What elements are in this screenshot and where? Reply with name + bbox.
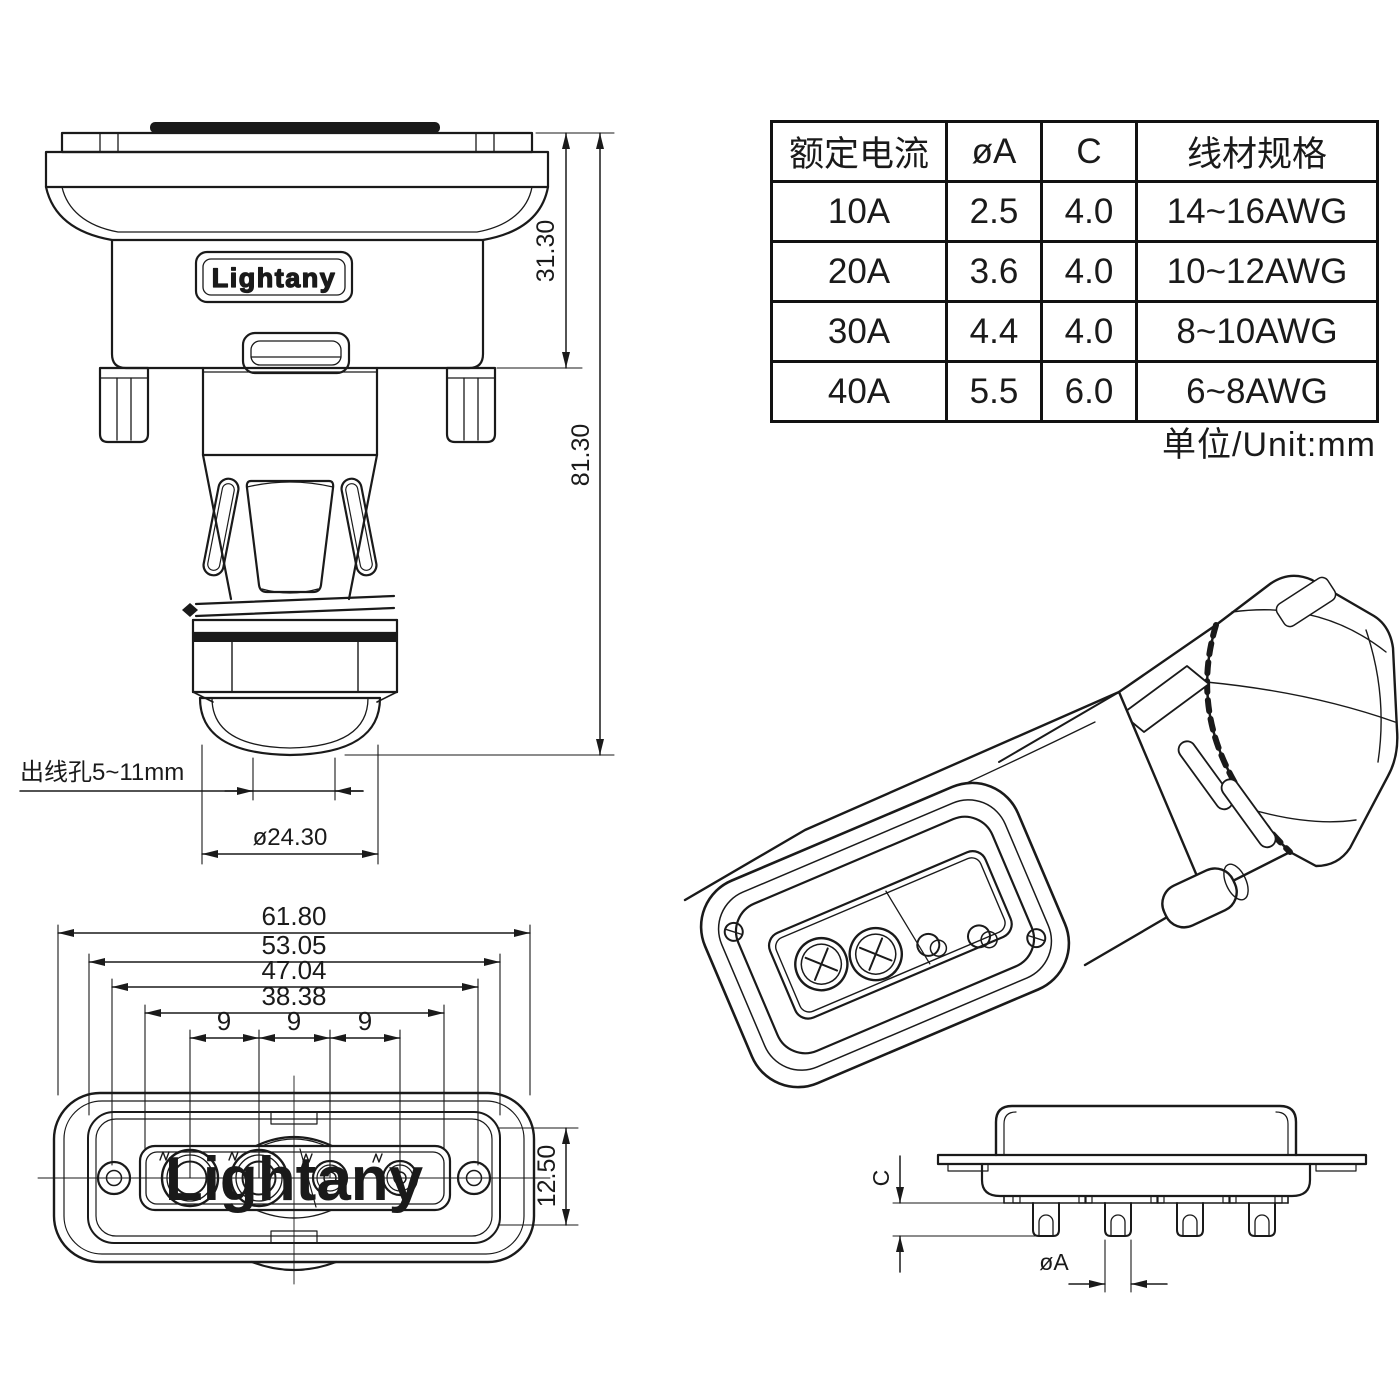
bottom-view-drawing: Lightany xyxy=(37,901,579,1285)
spec-row-30a: 30A 4.4 4.0 8~10AWG xyxy=(770,300,1379,363)
dim-pitch1-label: 9 xyxy=(217,1006,231,1036)
cell-c: 4.0 xyxy=(1040,240,1138,303)
cell-diameter: 4.4 xyxy=(945,300,1043,363)
dim-flange-height-label: 31.30 xyxy=(532,220,560,283)
pin-designator-marks xyxy=(159,1151,383,1163)
dim-pin-diameter-label: øA xyxy=(1039,1249,1069,1275)
gasket-strip xyxy=(150,122,440,133)
dim-shell-width-label: 53.05 xyxy=(261,930,326,960)
dim-mount-span-label: 47.04 xyxy=(261,955,326,985)
cell-c: 4.0 xyxy=(1040,180,1138,243)
cell-diameter: 3.6 xyxy=(945,240,1043,303)
cell-awg: 14~16AWG xyxy=(1135,180,1379,243)
spec-row-10a: 10A 2.5 4.0 14~16AWG xyxy=(770,180,1379,243)
cell-current: 40A xyxy=(770,360,948,423)
brand-logo: Lightany xyxy=(212,263,337,293)
header-rated-current: 额定电流 xyxy=(770,120,948,183)
dim-insert-width-label: 38.38 xyxy=(261,981,326,1011)
logo-plate xyxy=(194,250,354,304)
cell-c: 4.0 xyxy=(1040,300,1138,363)
front-view-drawing: Lightany xyxy=(19,122,615,865)
iso-view-drawing xyxy=(683,574,1399,1089)
cell-current: 30A xyxy=(770,300,948,363)
spec-row-40a: 40A 5.5 6.0 6~8AWG xyxy=(770,360,1379,423)
unit-note: 单位/Unit:mm xyxy=(1162,426,1376,464)
cell-awg: 10~12AWG xyxy=(1135,240,1379,303)
solder-cups xyxy=(1032,1202,1276,1237)
cell-current: 20A xyxy=(770,240,948,303)
cell-awg: 6~8AWG xyxy=(1135,360,1379,423)
front-view-dimensions: 31.30 81.30 出线孔5~11mm ø24.30 xyxy=(19,132,615,865)
side-view-drawing: C øA xyxy=(868,1104,1368,1293)
cable-hole-note: 出线孔5~11mm xyxy=(20,759,184,786)
header-wire-gauge: 线材规格 xyxy=(1135,120,1379,183)
dim-total-height-label: 81.30 xyxy=(567,424,595,487)
spec-table: 额定电流 øA C 线材规格 10A 2.5 4.0 14~16AWG 20A … xyxy=(770,120,1379,423)
cell-diameter: 5.5 xyxy=(945,360,1043,423)
cell-c: 6.0 xyxy=(1040,360,1138,423)
header-pin-diameter: øA xyxy=(945,120,1043,183)
washer-diamond-mark xyxy=(182,603,198,617)
header-c: C xyxy=(1040,120,1138,183)
dim-insert-height-label: 12.50 xyxy=(533,1145,561,1208)
dim-overall-width-label: 61.80 xyxy=(261,901,326,931)
spec-table-header-row: 额定电流 øA C 线材规格 xyxy=(770,120,1379,183)
bottom-view-dimensions: 61.80 53.05 47.04 38.38 9 9 9 12.50 xyxy=(57,901,579,1226)
dim-pitch3-label: 9 xyxy=(358,1006,372,1036)
cell-diameter: 2.5 xyxy=(945,180,1043,243)
cell-current: 10A xyxy=(770,180,948,243)
dim-pitch2-label: 9 xyxy=(287,1006,301,1036)
dim-gland-diameter-label: ø24.30 xyxy=(253,824,328,851)
cell-awg: 8~10AWG xyxy=(1135,300,1379,363)
dim-pin-protrusion-label: C xyxy=(868,1170,894,1187)
side-view-dimensions: C øA xyxy=(868,1155,1168,1293)
spec-row-20a: 20A 3.6 4.0 10~12AWG xyxy=(770,240,1379,303)
